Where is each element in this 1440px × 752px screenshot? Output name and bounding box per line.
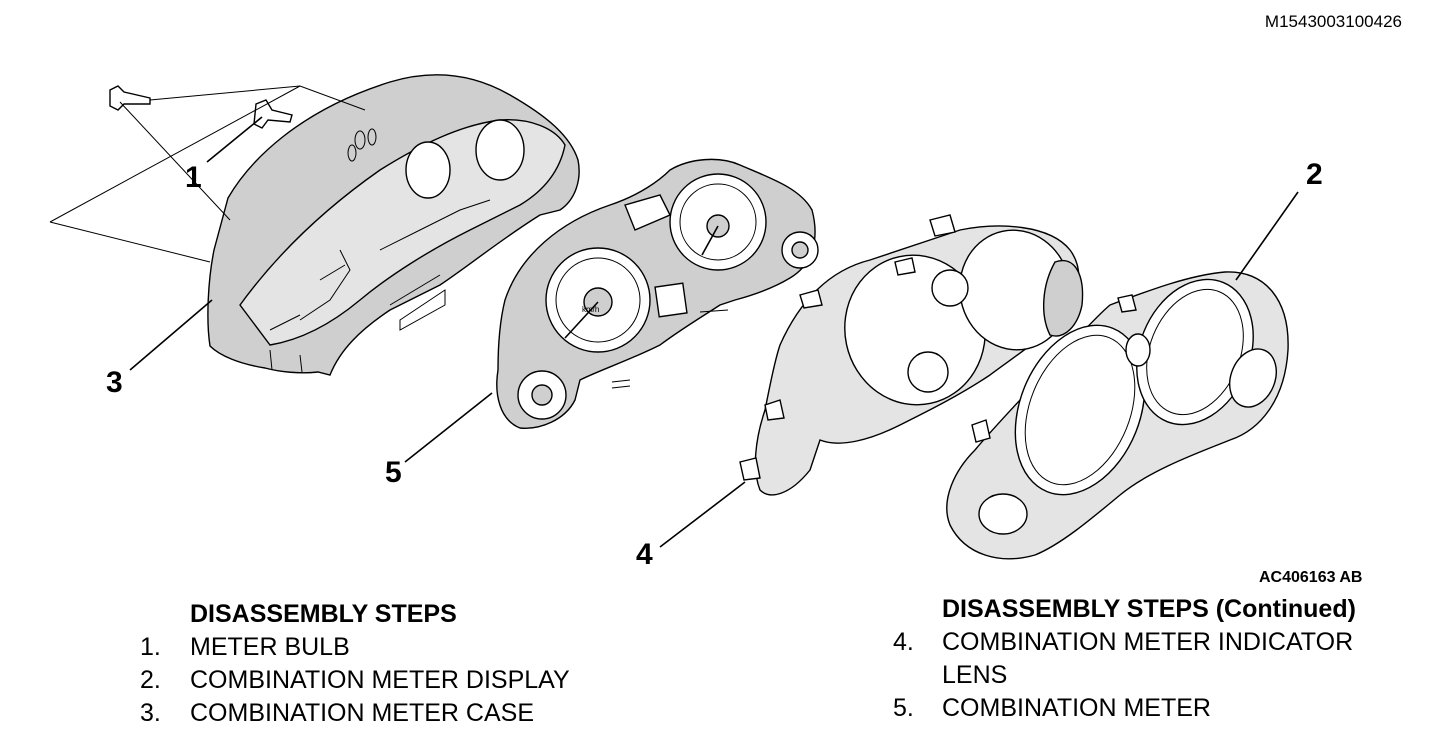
callout-5: 5 bbox=[385, 456, 402, 489]
step-number: 1. bbox=[140, 633, 161, 661]
callout-2: 2 bbox=[1306, 158, 1323, 191]
steps-heading-continued: DISASSEMBLY STEPS (Continued) bbox=[942, 595, 1356, 623]
list-item: 2. COMBINATION METER DISPLAY bbox=[140, 664, 570, 697]
steps-heading: DISASSEMBLY STEPS bbox=[190, 600, 457, 628]
disassembly-steps-continued-list: DISASSEMBLY STEPS (Continued) 4. COMBINA… bbox=[893, 593, 1356, 725]
list-item: 5. COMBINATION METER bbox=[893, 692, 1356, 725]
step-number: 4. bbox=[893, 628, 914, 656]
step-label: METER BULB bbox=[190, 633, 350, 661]
document-id: M1543003100426 bbox=[1264, 12, 1402, 31]
indicator-lens-illustration bbox=[739, 214, 1084, 496]
combination-meter-illustration: km/h bbox=[496, 158, 819, 429]
step-number: 5. bbox=[893, 694, 914, 722]
list-item-continuation: LENS bbox=[893, 659, 1356, 692]
callout-3: 3 bbox=[106, 366, 123, 399]
callout-4: 4 bbox=[636, 538, 653, 571]
meter-display-illustration bbox=[946, 271, 1289, 560]
step-label: COMBINATION METER INDICATOR bbox=[942, 628, 1354, 656]
leader-lines bbox=[129, 116, 1299, 548]
svg-text:km/h: km/h bbox=[582, 305, 599, 314]
step-label: COMBINATION METER CASE bbox=[190, 699, 535, 727]
meter-case-illustration bbox=[49, 74, 580, 376]
step-label-continuation: LENS bbox=[942, 661, 1008, 689]
step-label: COMBINATION METER bbox=[942, 694, 1211, 722]
list-item: 4. COMBINATION METER INDICATOR bbox=[893, 626, 1356, 659]
disassembly-steps-list: DISASSEMBLY STEPS 1. METER BULB 2. COMBI… bbox=[140, 598, 570, 730]
callout-1: 1 bbox=[185, 161, 202, 194]
step-number: 3. bbox=[140, 699, 161, 727]
list-item: 3. COMBINATION METER CASE bbox=[140, 697, 570, 730]
step-number: 2. bbox=[140, 666, 161, 694]
step-label: COMBINATION METER DISPLAY bbox=[190, 666, 570, 694]
figure-id: AC406163 AB bbox=[1259, 569, 1363, 586]
list-item: 1. METER BULB bbox=[140, 631, 570, 664]
